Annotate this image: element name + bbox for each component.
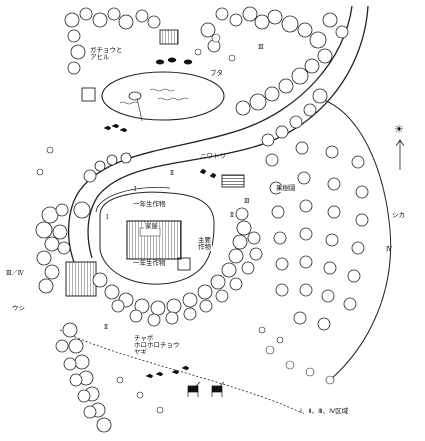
- animals: [103, 57, 217, 379]
- label-pig: ブタ: [210, 69, 223, 77]
- pond-ripples: [119, 88, 189, 105]
- orchard-boundary: [317, 97, 392, 381]
- zone-label-1-center: Ⅰ: [134, 186, 137, 193]
- label-annual-crops-top: 一年生作物: [132, 200, 167, 209]
- road-outer-edge: [67, 5, 353, 263]
- label-zone-legend: Ⅰ、Ⅱ、Ⅲ、Ⅳ区域: [300, 407, 349, 415]
- orchard-trees: [265, 141, 369, 331]
- pond-duck: [128, 91, 142, 101]
- north-arrow: [395, 139, 405, 170]
- label-cattle: ウシ: [12, 304, 25, 312]
- label-small-livestock: チャボ ホロホロチョウ ヤギ: [134, 334, 180, 357]
- sun-icon: ☀: [394, 123, 404, 136]
- goats: [187, 381, 225, 397]
- label-staple-crops: 主要 作物: [197, 236, 212, 252]
- zone-label-3-mid: Ⅲ: [244, 198, 250, 205]
- zone-label-2-left: Ⅱ: [170, 170, 175, 177]
- zone-label-3-4-left: Ⅲ／Ⅳ: [6, 270, 24, 277]
- tree-belt-top-right: [200, 6, 349, 116]
- road-inner-edge: [87, 5, 369, 259]
- label-annual-crops-bottom: 一年生作物: [132, 259, 167, 268]
- chicken-coop: [221, 174, 245, 188]
- tree-belt-left-top: [64, 7, 161, 75]
- hedge-ring-zone-2: [92, 207, 263, 327]
- label-chicken: ニワトリ: [200, 152, 226, 160]
- zone-label-4-right: Ⅳ: [386, 246, 392, 253]
- tree-cluster-left: [35, 201, 91, 294]
- shed-center: [177, 257, 191, 271]
- pond: [101, 71, 225, 121]
- house-yard: [99, 191, 215, 285]
- label-house: 家屋: [144, 222, 159, 231]
- label-ducks-geese: ガチョウと アヒル: [90, 46, 123, 62]
- goose-shed: [159, 29, 179, 45]
- zone-label-2-bottom: Ⅱ: [104, 324, 109, 331]
- barn-left: [65, 261, 97, 297]
- label-orchard: 果樹園: [275, 184, 297, 193]
- label-deer: シカ: [392, 211, 405, 219]
- scattered-shrubs: [36, 33, 335, 414]
- hedge-inner-ring: [95, 187, 171, 213]
- tree-belt-bottom-left: [55, 322, 112, 433]
- tree-belt-road-inner: [83, 88, 328, 183]
- zone-label-3-top: Ⅲ: [258, 44, 264, 51]
- zone-label-2-right: Ⅱ: [230, 212, 235, 219]
- zone-label-1-left: Ⅰ: [106, 214, 109, 221]
- duck-shed: [81, 87, 96, 102]
